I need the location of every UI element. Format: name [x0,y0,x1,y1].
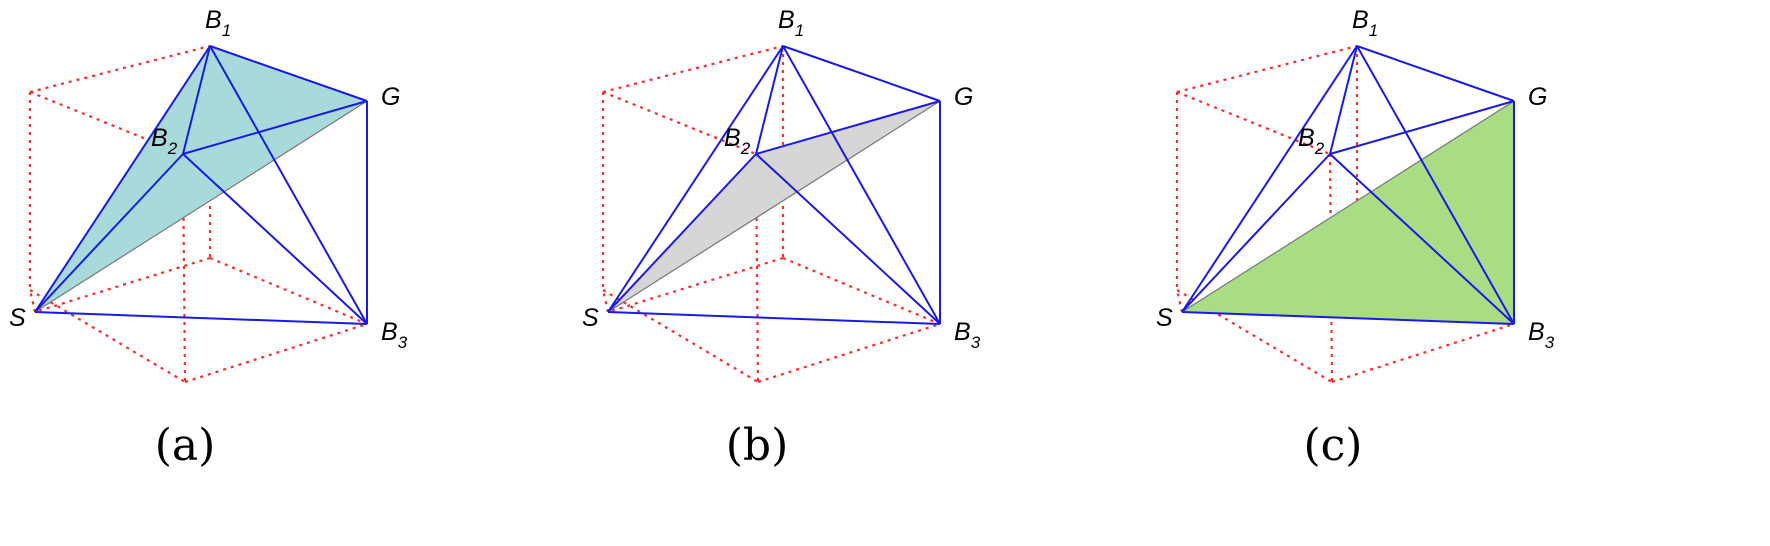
vertex-label-subscript: 1 [795,21,804,40]
edge-b2-g [755,100,941,155]
cube-edge-dotted [28,289,37,313]
vertex-label-subscript: 1 [1369,21,1378,40]
edge-b1-b2 [755,45,784,155]
vertex-label-b2: B2 [151,124,178,158]
cube-edge-dotted [29,44,211,94]
vertex-label-base: B [1352,6,1369,34]
vertex-label-g: G [1528,83,1547,111]
edge-s-b2 [1181,153,1331,313]
edge-s-b1 [607,45,784,313]
edge-b2-b3 [182,153,368,325]
cube-edge-dotted [607,256,784,314]
shaded-face [35,46,367,312]
edge-b1-b3 [1356,45,1515,325]
edge-s-b2 [607,153,757,313]
vertex-label-g: G [954,83,973,111]
vertex-label-base: B [381,318,398,346]
vertex-label-base: B [724,124,741,152]
vertex-label-subscript: 3 [1545,333,1555,352]
vertex-label-base: B [778,6,795,34]
vertex-label-b1: B1 [778,6,804,40]
edge-b2-b3 [755,153,941,325]
edge-s-b3 [607,311,941,325]
cube-edge-dotted [757,322,941,384]
cube-edge-dotted [754,153,760,383]
vertex-label-base: G [1528,83,1547,111]
vertex-label-s: S [582,304,599,332]
vertex-label-base: S [1156,304,1173,332]
shaded-face [1182,101,1514,324]
edge-s-b1 [34,45,211,313]
vertex-label-base: S [582,304,599,332]
edge-b1-b3 [209,45,368,325]
vertex-label-base: B [1528,318,1545,346]
panel-caption: (c) [1304,420,1363,471]
edge-b1-g [1356,45,1515,102]
cube-edge-dotted [34,256,211,314]
vertex-label-s: S [9,304,26,332]
vertex-label-b1: B1 [1352,6,1378,40]
cube-edge-dotted [602,44,784,94]
vertex-label-subscript: 2 [740,139,751,158]
cube-edge-dotted [1176,44,1358,94]
vertex-label-base: S [9,304,26,332]
panel-caption: (b) [726,420,789,471]
edge-b1-b2 [182,45,211,155]
vertex-label-base: B [954,318,971,346]
edge-b1-g [782,45,941,102]
cube-edge-dotted [29,289,186,383]
edge-b1-g [209,45,368,102]
cube-edge-dotted [184,322,368,384]
vertex-label-base: B [1298,124,1315,152]
edge-s-b3 [1181,311,1515,325]
edge-s-b3 [34,311,368,325]
vertex-label-base: G [954,83,973,111]
cube-edge-dotted [602,289,759,383]
vertex-label-g: G [381,83,400,111]
cube-edge-dotted [209,256,368,326]
cube-edge-dotted [1175,289,1184,313]
vertex-label-subscript: 1 [222,21,231,40]
cube-edge-dotted [602,90,757,156]
vertex-label-subscript: 3 [398,333,408,352]
vertex-label-subscript: 3 [971,333,981,352]
edge-s-b1 [1181,45,1358,313]
vertex-label-base: B [151,124,168,152]
vertex-label-b2: B2 [724,124,751,158]
diagonal-s-g [607,100,941,313]
vertex-label-b1: B1 [205,6,231,40]
vertex-label-b3: B3 [381,318,408,352]
cube-edge-dotted [601,289,610,313]
cube-edge-dotted [1331,322,1515,384]
edge-s-b2 [34,153,184,313]
cube-edge-dotted [782,256,941,326]
edge-b1-b2 [1329,45,1358,155]
vertex-label-subscript: 2 [1314,139,1325,158]
vertex-label-base: G [381,83,400,111]
vertex-label-b3: B3 [1528,318,1555,352]
cube-edge-dotted [1176,289,1333,383]
edge-b1-b3 [782,45,941,325]
edge-b2-g [1329,100,1515,155]
vertex-label-s: S [1156,304,1173,332]
edge-b2-g [182,100,368,155]
cube-edge-dotted [1176,90,1331,156]
diagonal-s-g [1181,100,1515,313]
cube-edge-dotted [181,153,187,383]
panel-caption: (a) [155,420,216,471]
vertex-label-base: B [205,6,222,34]
vertex-label-b3: B3 [954,318,981,352]
vertex-label-subscript: 2 [167,139,178,158]
vertex-label-b2: B2 [1298,124,1325,158]
edge-b2-b3 [1329,153,1515,325]
diagonal-s-g [34,100,368,313]
